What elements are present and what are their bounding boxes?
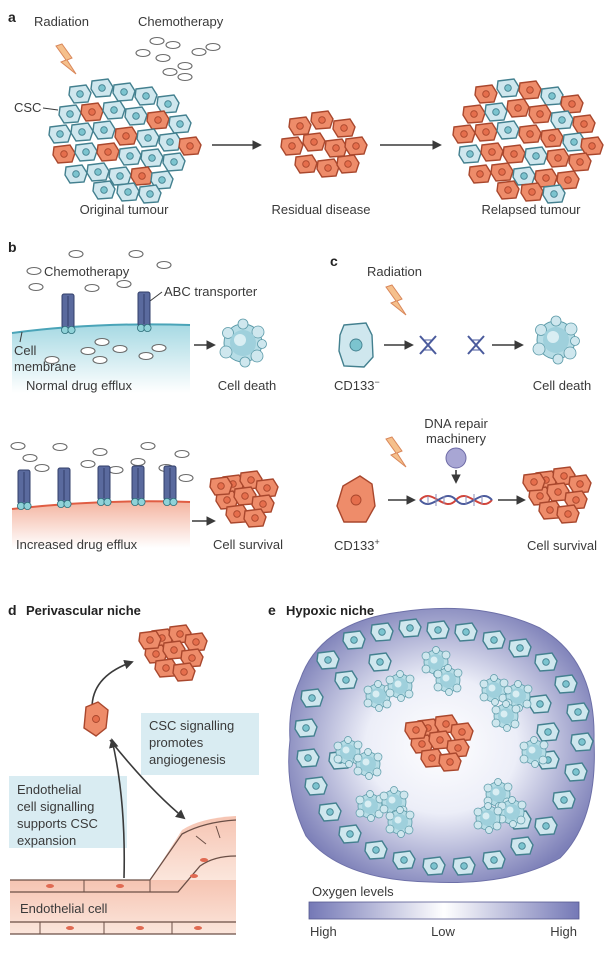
radiation-bolt-icon bbox=[385, 284, 407, 316]
csc-signalling-box bbox=[141, 713, 259, 775]
box1-line-3: angiogenesis bbox=[149, 752, 226, 767]
perivascular-niche-title: Perivascular niche bbox=[26, 603, 141, 618]
panel-c: c Radiation CD133− Cell death DNA repair… bbox=[330, 253, 597, 553]
endothelial-cell-label: Endothelial cell bbox=[20, 901, 108, 916]
repaired-dna-icon bbox=[419, 494, 493, 506]
panel-e-letter: e bbox=[268, 602, 276, 618]
cd133-negative-cell bbox=[338, 322, 374, 368]
endothelial-signalling-box bbox=[9, 776, 127, 848]
csc-label: CSC bbox=[14, 100, 41, 115]
surviving-cells-b bbox=[210, 471, 278, 527]
abc-transporter-pump bbox=[162, 465, 178, 507]
normal-efflux-label: Normal drug efflux bbox=[26, 378, 132, 393]
cell-membrane-label-1: Cell bbox=[14, 343, 37, 358]
expanded-csc-cluster bbox=[139, 625, 207, 681]
radiation-bolt-icon bbox=[55, 43, 77, 75]
cell-survival-label-c: Cell survival bbox=[527, 538, 597, 553]
oxygen-high-left: High bbox=[310, 924, 337, 939]
box2-line-2: cell signalling bbox=[17, 799, 94, 814]
cell-survival-label-b: Cell survival bbox=[213, 537, 283, 552]
box1-line-1: CSC signalling bbox=[149, 718, 234, 733]
residual-disease-cluster bbox=[280, 110, 368, 178]
oxygen-gradient-bar bbox=[308, 901, 580, 920]
radiation-label-c: Radiation bbox=[367, 264, 422, 279]
abc-transporter-label: ABC transporter bbox=[164, 284, 258, 299]
cell-death-label-b: Cell death bbox=[218, 378, 277, 393]
abc-transporter-pump bbox=[136, 291, 152, 333]
abc-transporter-pump bbox=[16, 469, 32, 511]
panel-b: b Chemotherapy ABC transporter Cell mem bbox=[8, 239, 283, 552]
dying-cell-c bbox=[532, 315, 580, 365]
blood-vessel bbox=[10, 816, 237, 935]
repair-machinery-icon bbox=[445, 447, 467, 469]
abc-transporter-pump bbox=[96, 465, 112, 507]
panel-e: e Hypoxic niche Oxygen levels High Low H… bbox=[268, 602, 595, 939]
cd133-positive-label: CD133+ bbox=[334, 537, 380, 553]
dna-repair-label-1: DNA repair bbox=[424, 416, 488, 431]
panel-c-letter: c bbox=[330, 253, 338, 269]
abc-transporter-pump bbox=[56, 467, 72, 509]
box2-line-4: expansion bbox=[17, 833, 76, 848]
surviving-cells-c bbox=[523, 467, 591, 523]
panel-b-letter: b bbox=[8, 239, 17, 255]
original-tumour-label: Original tumour bbox=[80, 202, 170, 217]
broken-dna-icon bbox=[419, 335, 485, 355]
chemo-drug-particles bbox=[135, 36, 221, 82]
hypoxic-niche-title: Hypoxic niche bbox=[286, 603, 374, 618]
chemotherapy-label: Chemotherapy bbox=[138, 14, 224, 29]
radiation-label: Radiation bbox=[34, 14, 89, 29]
dna-repair-label-2: machinery bbox=[426, 431, 486, 446]
cell-death-label-c: Cell death bbox=[533, 378, 592, 393]
hypoxic-tumour bbox=[288, 607, 595, 883]
cell-membrane-label-2: membrane bbox=[14, 359, 76, 374]
panel-d: d Perivascular niche CSC signalling prom… bbox=[8, 602, 259, 935]
box2-line-3: supports CSC bbox=[17, 816, 98, 831]
drug-particles-top bbox=[26, 249, 172, 293]
radiation-bolt-icon bbox=[385, 436, 407, 468]
relapsed-tumour-label: Relapsed tumour bbox=[482, 202, 582, 217]
cd133-positive-cell bbox=[336, 475, 376, 523]
increased-efflux-label: Increased drug efflux bbox=[16, 537, 138, 552]
abc-transporter-pump bbox=[60, 293, 76, 335]
cd133-negative-label: CD133− bbox=[334, 377, 380, 393]
relapsed-tumour-cluster bbox=[452, 78, 604, 204]
oxygen-levels-label: Oxygen levels bbox=[312, 884, 394, 899]
box1-line-2: promotes bbox=[149, 735, 204, 750]
residual-disease-label: Residual disease bbox=[271, 202, 370, 217]
panel-a: a Radiation Chemotherapy CSC bbox=[8, 9, 604, 217]
drug-particles-inside bbox=[44, 337, 167, 365]
oxygen-high-right: High bbox=[550, 924, 577, 939]
dying-cell-b bbox=[219, 318, 267, 368]
drug-particles-top-2 bbox=[10, 441, 194, 483]
box2-line-1: Endothelial bbox=[17, 782, 81, 797]
panel-a-letter: a bbox=[8, 9, 16, 25]
abc-transporter-pump bbox=[130, 465, 146, 507]
panel-d-letter: d bbox=[8, 602, 17, 618]
chemotherapy-label-b: Chemotherapy bbox=[44, 264, 130, 279]
oxygen-low: Low bbox=[431, 924, 455, 939]
original-tumour-cluster bbox=[48, 78, 202, 204]
